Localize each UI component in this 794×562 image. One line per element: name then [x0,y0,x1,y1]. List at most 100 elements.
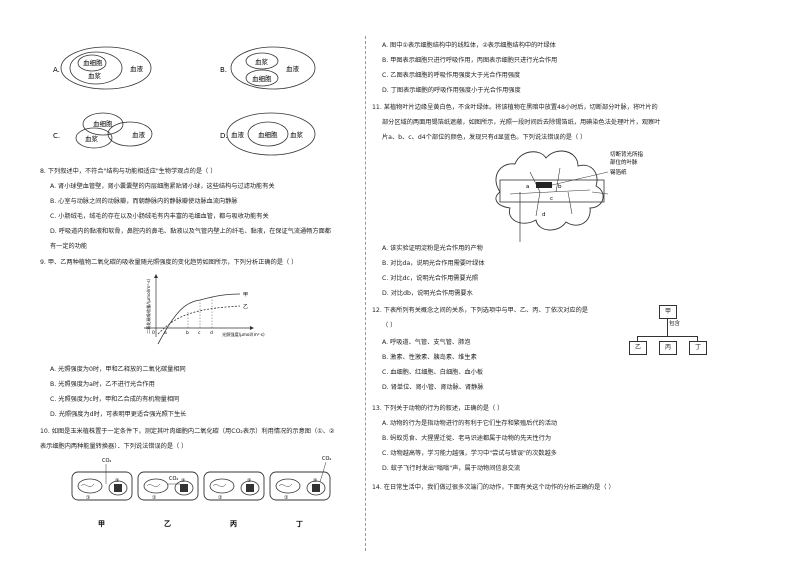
leaf-outline [495,150,604,231]
venn-b-bottom: 血细胞 [252,74,272,83]
venn-b-top: 血浆 [255,57,269,66]
cell-ding: CO₂ ① ② [269,456,331,501]
organelle-2: ② [247,478,252,484]
q11-stem-3: 片a、b、c、d4个部位的颜色，发现只有d显蓝色。下列说法错误的是（ ） [382,134,587,141]
q14-stem: 14. 在日常生活中，我们做过很多次端门的动作，下面有关这个动作的分析正确的是（… [372,484,615,491]
cell-bing: ① ② [203,471,265,501]
organelle-1: ① [284,495,289,501]
organelle-2: ② [181,478,186,484]
leaf-letter-d: d [542,212,546,218]
tree-root: 甲 [659,305,677,319]
q11-option-d: D. 对比db，说明光合作用需要水 [382,290,473,297]
venn-d-mid: 血细胞 [258,130,278,139]
q12-option-d: D. 肾单位、肾小管、肾动脉、肾静脉 [382,384,484,391]
venn-a-mid: 血浆 [88,71,102,80]
q10-option-d: D. 丁图表示细胞的呼吸作用强度小于光合作用强度 [382,87,521,94]
q11-option-a: A. 该实验证明淀粉是光合作用的产物 [382,245,483,252]
cell-jia: CO₂ ① ② [71,458,133,501]
q11-option-b: B. 对比da，说明光合作用需要叶绿体 [382,260,485,267]
tree-link-label: 包含 [669,321,681,327]
organelle-2: ② [313,478,318,484]
q13-option-c: C. 动物越高等，学习能力越强，学习中"尝试与错误"的次数越多 [382,450,557,457]
q10-stem-cont: 表示细胞内两种能量转换器）．下列说法错误的是（ ） [40,443,188,450]
q12-stem: 12. 下表所列有关概念之间的关系，下列选项中与甲、乙、丙、丁依次对应的是 [372,307,588,314]
q11-label-2: 部位的叶脉 [610,158,638,166]
cell-label-jia: 甲 [98,520,105,528]
tree-child-bing: 丙 [659,341,677,355]
q12-option-c: C. 血细胞、红细胞、白细胞、血小板 [382,369,484,376]
q8-option-d-cont: 有一定的功能 [50,243,88,250]
cell-label-yi: 乙 [164,520,171,528]
q8-option-a: A. 肾小球壁血管壁，肾小囊囊壁的内层细胞紧贴肾小球，这些结构与过滤功能有关 [50,183,275,190]
q9-stem: 9. 甲、乙两种植物二氧化碳的吸收量随光照强度的变化趋势如图所示，下列分析正确的… [40,259,298,266]
q8-option-d: D. 呼吸道内的黏液和软骨，鼻腔内的鼻毛、黏液以及气管内壁上的纤毛、黏液，在保证… [50,228,331,235]
tick-d: d [210,330,213,336]
q8-option-c: C. 小肠绒毛，绒毛的存在以及小肠绒毛有内丰富的毛细血管，都与吸收功能有关 [50,213,269,220]
tree-child-yi: 乙 [629,341,647,355]
venn-b-letter: B. [220,66,227,74]
venn-d-right: 血浆 [290,130,304,139]
chart-ylabel: 二氧化碳吸收量/(μmol/m²·s) [145,278,152,334]
cell-label-bing: 丙 [230,520,237,528]
q10-option-a: A. 图中①表示细胞结构中的线粒体，②表示细胞结构中的叶绿体 [382,42,556,49]
q13-option-a: A. 动物的行为是指动物进行的有利于它们生存和繁殖后代的活动 [382,420,558,427]
q8-option-b: B. 心室与动脉之间的动脉瓣，而朝静脉内的静脉瓣使动脉血流向静脉 [50,198,238,205]
q12-option-a: A. 呼吸道、气管、支气管、肺泡 [382,339,471,346]
organelle-1: ① [218,495,223,501]
leaf-letter-b: b [558,184,562,190]
foil-strip [499,179,605,203]
venn-a-outer: 血液 [130,64,144,73]
q11-stem: 11. 某植物叶片边缘呈黄白色，不含叶绿体。将该植物在黑暗中放置48小时后，切断… [372,104,658,111]
q11-label-1: 切断背光所指 [610,150,644,158]
series-yi: 乙 [243,303,248,310]
venn-a-inner: 血细胞 [83,58,103,67]
concept-tree: 甲 包含 乙 丙 丁 [627,305,717,355]
q9-chart: 二氧化碳吸收量/(μmol/m²·s) 光照强度/μmol/(m²·s) 0 a… [144,274,265,345]
curve-yi [157,305,241,335]
tick-a: a [164,331,167,336]
venn-c-letter: C. [53,132,60,140]
organelle-2: ② [115,478,120,484]
q11-option-c: C. 对比dc，说明光合作用需要光照 [382,275,479,282]
cell-label-ding: 丁 [296,520,303,528]
q10-option-b: B. 甲图表示细胞只进行呼吸作用，丙图表示细胞只进行光合作用 [382,57,558,64]
q9-option-d: D. 光照强度为d时，可表明甲更适合强光照下生长 [50,411,187,418]
tree-child-ding: 丁 [689,341,707,355]
q10-stem: 10. 如图是玉米植株置于一定条件下，测定其叶肉细胞内二氧化碳（用CO₂表示）利… [40,428,335,435]
venn-c-right: 血液 [132,130,146,139]
venn-d-left: 血液 [231,130,245,139]
venn-d-letter: D. [220,132,228,140]
q8-stem: 8. 下列叙述中，不符合"结构与功能相适应"生物学观点的是（ ） [40,168,217,175]
tick-0: 0 [152,330,155,336]
q10-cells: CO₂ ① ② CO₂ ① ② [71,456,331,528]
tick-b: b [186,330,189,336]
q12-stem-2: （ ） [382,322,397,329]
q10-option-c: C. 乙图表示细胞的呼吸作用强度大于光合作用强度 [382,72,521,79]
venn-c-left: 血细胞 [93,119,113,128]
venn-diagrams: A. 血细胞 血浆 血液 B. 血浆 血细胞 血液 C. [53,46,316,156]
organelle-1: ① [152,495,157,501]
venn-option-b: B. 血浆 血细胞 血液 [220,46,316,90]
venn-option-a: A. 血细胞 血浆 血液 [53,46,152,90]
q9-option-b: B. 光照强度为a时，乙不进行光合作用 [50,381,155,388]
q12-option-b: B. 激素、性激素、胰岛素、维生素 [382,354,477,361]
q9-option-c: C. 光照强度为c时，甲和乙合成的有机物量相同 [50,396,180,403]
leaf-letter-a: a [526,184,529,190]
co2-label: CO₂ [322,456,331,462]
q11-stem-2: 部分区域的两面用锡箔纸遮蔽，如图所示，光照一段时间后去除锡箔纸，用碘染色法处理叶… [382,119,661,126]
leaf-letter-c: c [550,196,553,202]
venn-b-right: 血液 [286,64,300,73]
q11-label-3: 锡箔纸 [610,168,627,176]
venn-c-bottom: 血浆 [85,134,99,143]
q9-option-a: A. 光照强度为0时，甲和乙释放的二氧化碳量相同 [50,366,186,373]
q11-leaf-figure: 切断背光所指 部位的叶脉 锡箔纸 a b c d [495,150,644,242]
series-jia: 甲 [243,292,248,298]
organelle-1: ① [86,495,91,501]
q13-option-d: D. 蚊子飞行时发出"嗡嗡"声，属于动物间信息交流 [382,465,521,472]
chart-xlabel: 光照强度/μmol/(m²·s) [222,331,265,338]
co2-label: CO₂ [102,458,111,464]
q13-stem: 13. 下列关于动物的行为的叙述，正确的是（ ） [372,405,504,412]
tick-c: c [198,331,201,336]
column-divider [365,36,366,551]
co2-label: CO₂ [169,476,178,482]
